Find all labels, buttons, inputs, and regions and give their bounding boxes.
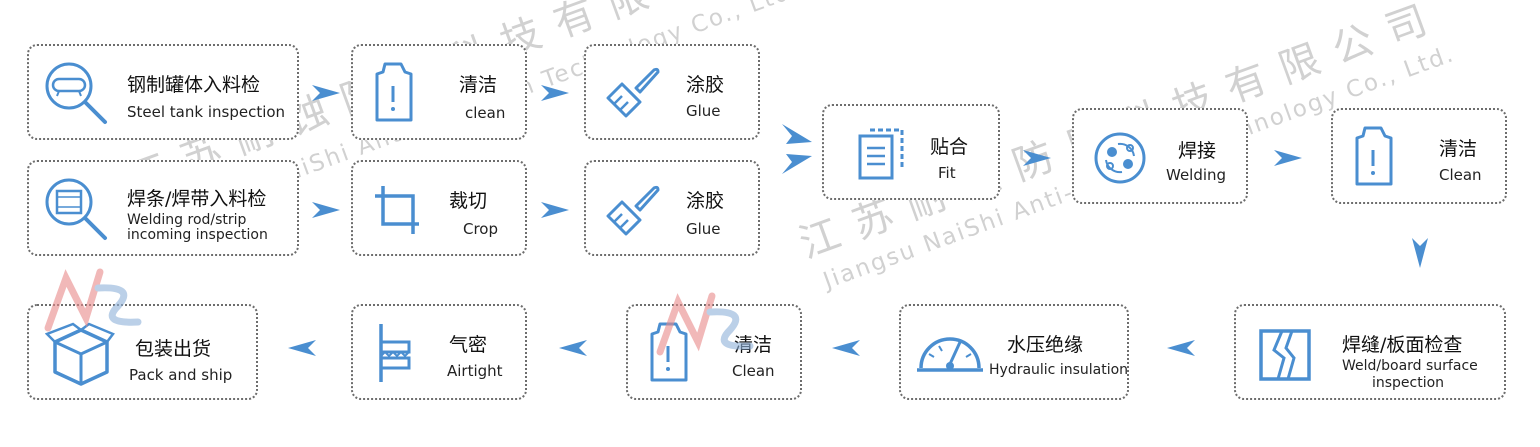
- arrow-converge-down: [782, 124, 812, 144]
- magnifier-tank-icon: [45, 62, 107, 124]
- welding-icon: [1094, 132, 1146, 184]
- step-title-en: Clean: [732, 362, 775, 380]
- step-title-en-line1: Weld/board surface: [1342, 358, 1478, 374]
- ns-logo-watermark: [656, 292, 754, 356]
- step-title-en: Hydraulic insulation: [989, 362, 1129, 378]
- step-title-en: Glue: [686, 220, 721, 238]
- step-welding: 焊接 Welding: [1072, 108, 1248, 204]
- step-clean-1: 清洁 clean: [351, 44, 527, 140]
- step-title-en: Crop: [463, 220, 499, 238]
- step-title-en-line2: incoming inspection: [127, 227, 268, 243]
- arrow-right: [312, 85, 340, 101]
- arrow-down: [1412, 238, 1428, 268]
- step-title-cn: 焊接: [1178, 140, 1217, 162]
- airtight-icon: [379, 324, 411, 382]
- step-airtight: 气密 Airtight: [351, 304, 527, 400]
- step-weld-board-inspection: 焊缝/板面检查 Weld/board surface inspection: [1234, 304, 1506, 400]
- step-title-cn: 焊缝/板面检查: [1342, 334, 1463, 356]
- step-title-en: Pack and ship: [129, 366, 233, 384]
- step-title-en: clean: [465, 104, 506, 122]
- step-title-cn: 包装出货: [135, 338, 212, 360]
- step-title-en-line2: inspection: [1371, 375, 1445, 391]
- step-clean-3: 清洁 Clean: [626, 304, 802, 400]
- step-title-cn: 焊条/焊带入料检: [127, 188, 267, 210]
- crack-icon: [1259, 329, 1311, 381]
- step-welding-rod-inspection: 焊条/焊带入料检 Welding rod/strip incoming insp…: [27, 160, 299, 256]
- bottle-icon: [1355, 126, 1393, 186]
- step-crop: 裁切 Crop: [351, 160, 527, 256]
- bottle-icon: [375, 62, 413, 122]
- arrow-left: [832, 340, 860, 356]
- arrow-right: [312, 202, 340, 218]
- ns-logo-watermark: [44, 268, 142, 332]
- step-title-cn: 涂胶: [686, 74, 725, 96]
- arrow-left: [288, 340, 316, 356]
- arrow-right: [1274, 150, 1302, 166]
- step-title-cn: 钢制罐体入料检: [127, 74, 261, 96]
- step-title-en: Clean: [1439, 166, 1482, 184]
- arrow-right: [1023, 150, 1051, 166]
- step-title-en: Glue: [686, 102, 721, 120]
- brush-icon: [606, 67, 660, 118]
- step-title-cn: 清洁: [1439, 138, 1478, 160]
- box-icon: [45, 322, 115, 386]
- step-hydraulic-insulation: 水压绝缘 Hydraulic insulation: [899, 304, 1129, 400]
- step-fit: 贴合 Fit: [822, 104, 1000, 200]
- step-title-cn: 贴合: [930, 136, 969, 158]
- step-title-cn: 涂胶: [686, 190, 725, 212]
- arrow-right: [541, 202, 569, 218]
- arrow-converge-up: [782, 154, 812, 174]
- gauge-icon: [917, 337, 983, 372]
- bottle-icon: [650, 322, 688, 382]
- arrow-right: [541, 85, 569, 101]
- documents-icon: [858, 128, 904, 180]
- step-title-cn: 气密: [449, 334, 488, 356]
- step-title-cn: 水压绝缘: [1007, 334, 1084, 356]
- step-title-en-line1: Welding rod/strip: [127, 212, 247, 228]
- step-clean-2: 清洁 Clean: [1331, 108, 1507, 204]
- step-glue-1: 涂胶 Glue: [584, 44, 760, 140]
- step-title-en: Welding: [1166, 166, 1227, 184]
- step-title-cn: 裁切: [449, 190, 488, 212]
- step-glue-2: 涂胶 Glue: [584, 160, 760, 256]
- magnifier-sheet-icon: [45, 178, 107, 240]
- step-title-en: Airtight: [447, 362, 503, 380]
- step-title-en: Steel tank inspection: [127, 103, 286, 121]
- step-title-cn: 清洁: [459, 74, 498, 96]
- arrow-left: [1167, 340, 1195, 356]
- step-steel-tank-inspection: 钢制罐体入料检 Steel tank inspection: [27, 44, 299, 140]
- crop-icon: [375, 186, 419, 234]
- step-title-en: Fit: [938, 164, 956, 182]
- step-pack-and-ship: 包装出货 Pack and ship: [27, 304, 258, 400]
- arrow-left: [559, 340, 587, 356]
- brush-icon: [606, 185, 660, 236]
